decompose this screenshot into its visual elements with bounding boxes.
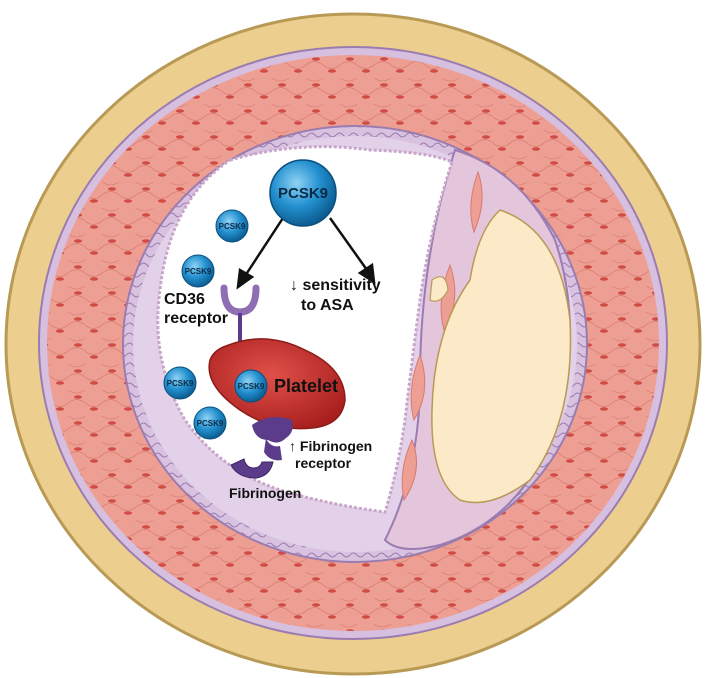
pcsk9-molecule: PCSK9 — [163, 366, 197, 400]
lipid-core — [431, 209, 572, 504]
lipid-inclusion — [429, 276, 449, 302]
pcsk9-molecule: PCSK9 — [215, 209, 249, 243]
arrows — [236, 217, 376, 290]
svg-text:PCSK9: PCSK9 — [197, 419, 224, 428]
pcsk9-molecule: PCSK9 — [181, 254, 215, 288]
pcsk9-molecule: PCSK9 — [193, 406, 227, 440]
svg-text:PCSK9: PCSK9 — [167, 379, 194, 388]
arrow-to-sensitivity-head — [357, 262, 376, 285]
svg-text:PCSK9: PCSK9 — [219, 222, 246, 231]
platelet-label: Platelet — [274, 376, 338, 396]
sensitivity-label-line2: to ASA — [301, 297, 354, 314]
fibrinogen-receptor-label-line2: receptor — [295, 455, 352, 471]
platelet — [208, 338, 346, 430]
cd36-label-line1: CD36 — [164, 291, 205, 308]
svg-text:PCSK9: PCSK9 — [185, 267, 212, 276]
fibrinogen — [230, 458, 274, 479]
fibrinogen-label: Fibrinogen — [229, 485, 301, 501]
fibrinogen-receptor-label-line1: ↑ Fibrinogen — [289, 438, 372, 454]
arrow-to-cd36 — [243, 217, 285, 277]
pcsk9-main-label: PCSK9 — [278, 185, 328, 202]
arrow-to-sensitivity — [328, 217, 369, 271]
pcsk9-main: PCSK9 — [269, 159, 337, 227]
pcsk9-on-platelet: PCSK9 — [234, 369, 268, 403]
fibrinogen-receptor — [252, 416, 293, 461]
arrow-to-cd36-head — [236, 267, 255, 290]
cd36-label-line2: receptor — [164, 310, 228, 327]
sensitivity-label-line1: ↓ sensitivity — [290, 277, 381, 294]
svg-text:PCSK9: PCSK9 — [238, 382, 265, 391]
